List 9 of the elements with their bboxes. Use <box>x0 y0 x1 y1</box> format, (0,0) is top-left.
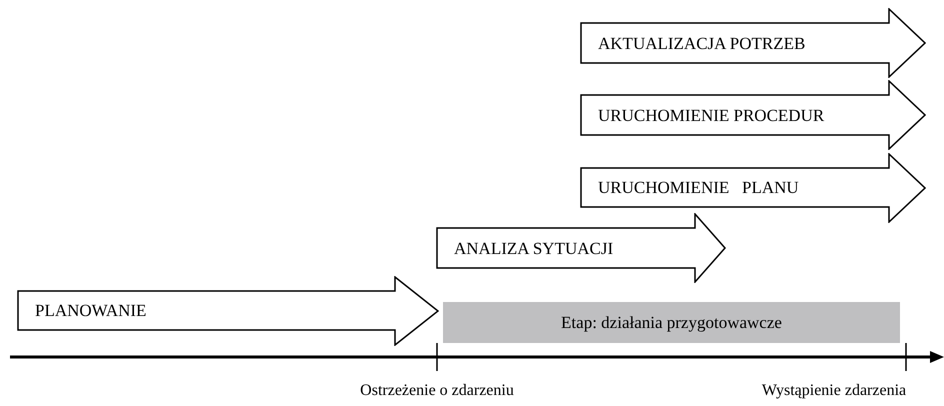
node-text: Etap: działania przygotowawcze <box>561 314 782 331</box>
node-text: URUCHOMIENIE PROCEDUR <box>598 106 824 124</box>
timeline-label: Ostrzeżenie o zdarzeniu <box>360 383 514 399</box>
node-text: AKTUALIZACJA POTRZEB <box>598 34 806 52</box>
stage-bar <box>443 302 900 343</box>
node-text: URUCHOMIENIE PLANU <box>598 179 799 196</box>
timeline-label: Wystąpienie zdarzenia <box>762 383 906 399</box>
node-text: ANALIZA SYTUACJI <box>454 240 614 256</box>
node-text: PLANOWANIE <box>35 302 146 319</box>
